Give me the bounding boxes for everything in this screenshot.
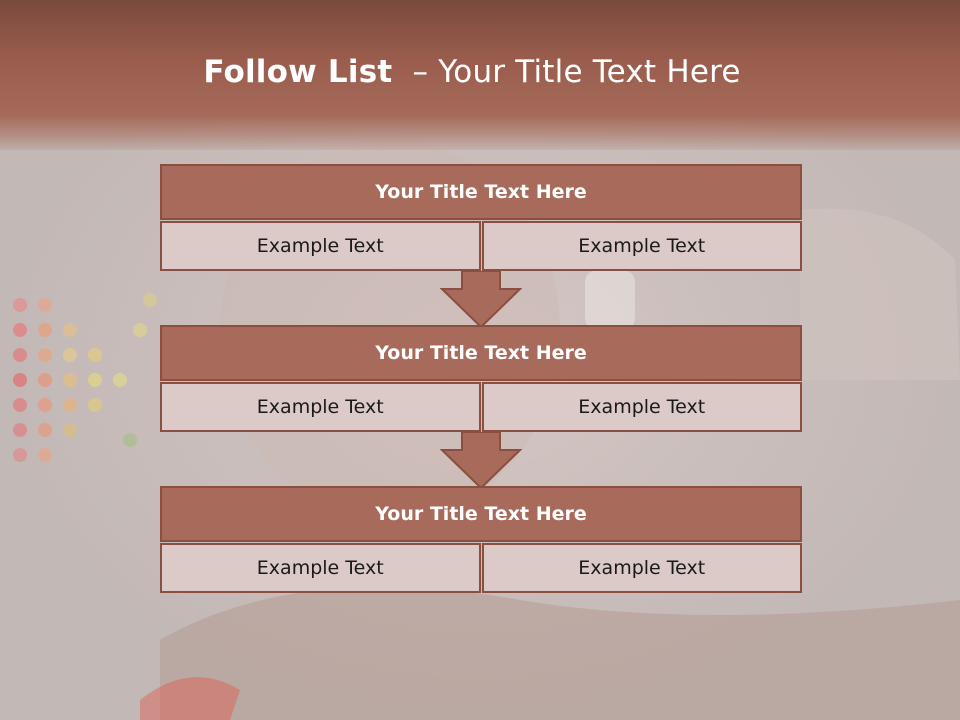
block-row: Example Text Example Text [160,221,802,271]
header-band: Follow List – Your Title Text Here [0,0,960,150]
list-block-2: Your Title Text Here Example Text Exampl… [160,325,802,432]
cell-left: Example Text [160,221,481,271]
cell-right: Example Text [481,382,802,432]
list-block-1: Your Title Text Here Example Text Exampl… [160,164,802,271]
title-bold: Follow List [203,54,393,90]
block-row: Example Text Example Text [160,543,802,593]
block-title: Your Title Text Here [160,325,802,381]
block-title: Your Title Text Here [160,486,802,542]
cell-right: Example Text [481,221,802,271]
cell-right: Example Text [481,543,802,593]
block-row: Example Text Example Text [160,382,802,432]
slide-title: Follow List – Your Title Text Here [0,54,944,90]
cell-left: Example Text [160,543,481,593]
list-block-3: Your Title Text Here Example Text Exampl… [160,486,802,593]
down-arrow-icon [440,432,522,490]
cell-left: Example Text [160,382,481,432]
block-title: Your Title Text Here [160,164,802,220]
down-arrow-icon [440,271,522,329]
title-rest: – Your Title Text Here [392,54,741,90]
